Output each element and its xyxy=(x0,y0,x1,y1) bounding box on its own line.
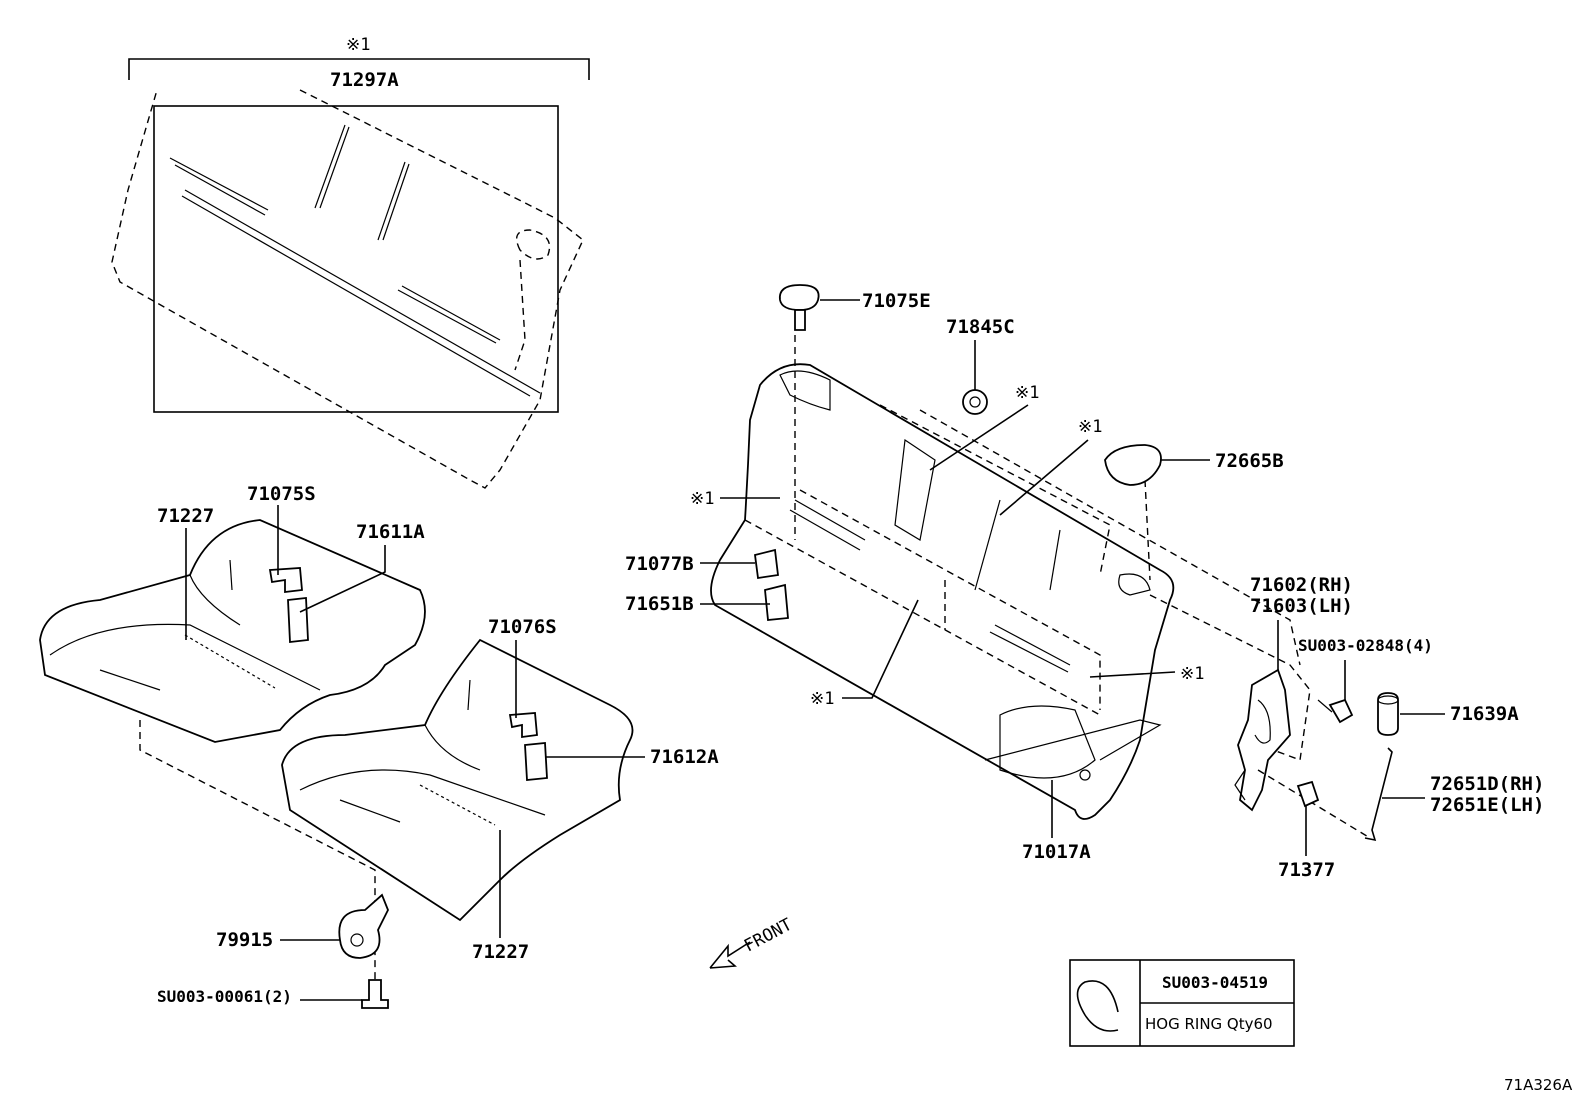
seat-cushion-left xyxy=(39,519,426,743)
cushion-left-seam2 xyxy=(189,574,241,626)
seat-back-group: 71075E 71845C 72665B 71077B 71651B ※1 ※1… xyxy=(625,284,1311,863)
clip-71075E xyxy=(778,284,820,311)
callout-71017A: 71017A xyxy=(1022,841,1091,863)
callout-71639A: 71639A xyxy=(1450,703,1519,725)
latch-71602-71603 xyxy=(1237,668,1291,812)
callout-71076S: 71076S xyxy=(488,616,557,638)
callout-72665B: 72665B xyxy=(1215,450,1284,472)
callout-71227-bottom: 71227 xyxy=(472,941,529,963)
frame-wires xyxy=(169,124,541,397)
hinge-group: 79915 SU003-00061(2) xyxy=(157,893,389,1009)
front-direction-indicator: FRONT xyxy=(709,915,796,969)
seat-cushion-right xyxy=(281,638,634,922)
note-marker-top: ※1 xyxy=(346,35,370,55)
nut-71845C xyxy=(962,389,988,415)
seat-back-outline xyxy=(111,89,584,489)
clip-71377 xyxy=(1296,780,1320,808)
cover-72665B xyxy=(1104,444,1162,486)
legend-part-number: SU003-04519 xyxy=(1162,973,1268,992)
hinge-79915 xyxy=(338,893,389,959)
callout-71602: 71602(RH) xyxy=(1250,574,1353,596)
callout-71297A: 71297A xyxy=(330,69,399,91)
seat-back-71017A xyxy=(710,363,1175,820)
callout-71377: 71377 xyxy=(1278,859,1335,881)
callout-71651B: 71651B xyxy=(625,593,694,615)
front-label: FRONT xyxy=(741,915,796,957)
callout-71611A: 71611A xyxy=(356,521,425,543)
backrest-dash-top xyxy=(879,404,1301,666)
rod-72651D-72651E xyxy=(1364,747,1393,842)
callout-SU003-02848: SU003-02848(4) xyxy=(1298,636,1433,655)
note-marker-3: ※1 xyxy=(690,489,714,509)
backrest-dash-mid xyxy=(744,489,1101,716)
callout-71077B: 71077B xyxy=(625,553,694,575)
seat-cushion-group: 71075S 71227 71611A 71076S 71612A 71227 xyxy=(39,483,719,980)
headrest-right xyxy=(1118,573,1151,596)
note-marker-5: ※1 xyxy=(810,689,834,709)
cushion-left-seam xyxy=(49,623,321,691)
callout-72651D: 72651D(RH) xyxy=(1430,773,1544,795)
pad-71651B xyxy=(764,583,789,621)
seat-back-pocket xyxy=(999,705,1096,779)
bolt-SU003-00061 xyxy=(361,979,389,1009)
callout-SU003-00061: SU003-00061(2) xyxy=(157,987,292,1006)
group-bracket xyxy=(128,58,590,80)
knob-71639A xyxy=(1377,692,1399,736)
cover-dash xyxy=(1144,479,1151,581)
diagram-code: 71A326A xyxy=(1504,1076,1573,1094)
callout-71603: 71603(LH) xyxy=(1250,595,1353,617)
hog-ring-icon xyxy=(1076,980,1119,1032)
pad-71611A xyxy=(287,596,309,644)
backrest-divider-left xyxy=(894,438,936,541)
hog-ring-legend: SU003-04519 HOG RING Qty60 xyxy=(1069,959,1295,1047)
cushion-right-seam xyxy=(299,769,546,816)
pad-71076S xyxy=(508,712,538,739)
note-marker-4: ※1 xyxy=(1180,664,1204,684)
headrest-hole-outline xyxy=(516,229,551,260)
bolt-SU003-02848 xyxy=(1328,698,1354,724)
note-marker-2: ※1 xyxy=(1078,417,1102,437)
callout-71612A: 71612A xyxy=(650,746,719,768)
front-arrow-icon xyxy=(709,941,751,969)
pad-71077B xyxy=(754,548,779,580)
frame-edge-dash xyxy=(514,259,526,371)
callout-71075S: 71075S xyxy=(247,483,316,505)
frame-detail-box xyxy=(153,105,559,413)
latch-group: 71602(RH) 71603(LH) SU003-02848(4) 71639… xyxy=(1234,574,1544,881)
callout-71227-top: 71227 xyxy=(157,505,214,527)
callout-71845C: 71845C xyxy=(946,316,1015,338)
callout-79915: 79915 xyxy=(216,929,273,951)
callout-72651E: 72651E(LH) xyxy=(1430,794,1544,816)
callout-71075E: 71075E xyxy=(862,290,931,312)
legend-description: HOG RING Qty60 xyxy=(1145,1015,1273,1033)
note-marker-1: ※1 xyxy=(1015,383,1039,403)
seat-back-frame-group: ※1 71297A xyxy=(111,35,590,489)
pad-71612A xyxy=(524,742,548,781)
